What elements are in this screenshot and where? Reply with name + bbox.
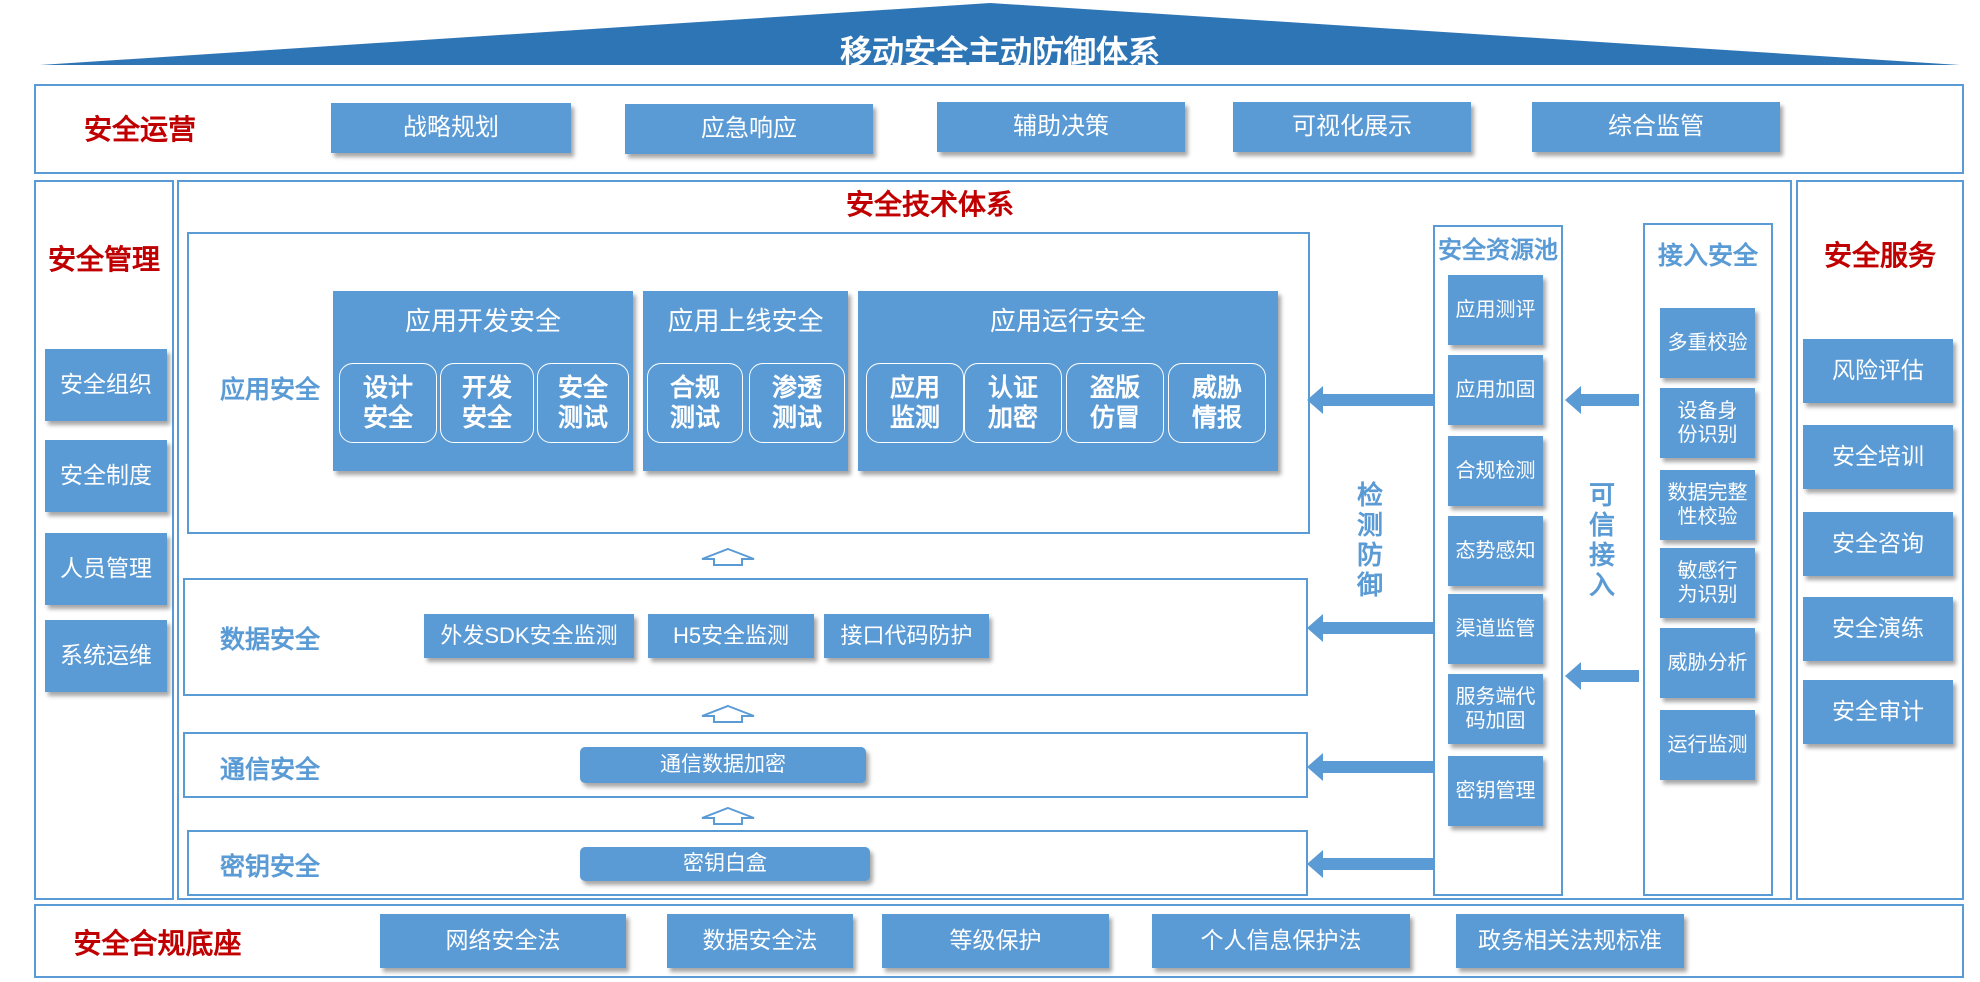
resource-pool-item: 合规检测: [1448, 436, 1543, 506]
management-item: 安全制度: [45, 440, 167, 512]
services-item: 安全培训: [1803, 425, 1953, 489]
compliance-label: 安全合规底座: [73, 928, 242, 959]
page-title: 移动安全主动防御体系: [839, 34, 1160, 70]
left-arrow-icon: [1565, 662, 1639, 690]
resource-pool-item: 态势感知: [1448, 516, 1543, 586]
resource-pool-item: 应用测评: [1448, 275, 1543, 345]
app-launch-title: 应用上线安全: [667, 305, 824, 336]
access-security-item: 设备身 份识别: [1660, 388, 1755, 458]
comm-security-label: 通信安全: [219, 756, 320, 784]
app-launch-item: 合规 测试: [647, 363, 743, 443]
app-dev-panel: 应用开发安全 设计 安全 开发 安全 安全 测试: [333, 291, 633, 471]
management-item: 人员管理: [45, 533, 167, 605]
operations-item: 综合监管: [1532, 102, 1780, 152]
left-arrow-icon: [1307, 386, 1433, 414]
compliance-item: 等级保护: [882, 914, 1109, 968]
services-item: 风险评估: [1803, 339, 1953, 403]
app-security-label: 应用安全: [219, 376, 320, 404]
data-security-item: 外发SDK安全监测: [424, 614, 634, 658]
management-item: 安全组织: [45, 349, 167, 421]
access-security-item: 威胁分析: [1660, 628, 1755, 698]
access-security-item: 运行监测: [1660, 710, 1755, 780]
app-run-item: 认证 加密: [964, 363, 1062, 443]
left-arrow-icon: [1307, 614, 1433, 642]
key-security-label: 密钥安全: [219, 853, 320, 881]
management-item: 系统运维: [45, 620, 167, 692]
operations-label: 安全运营: [83, 114, 196, 145]
detect-defend-label: 检测防御: [1356, 480, 1383, 600]
app-run-title: 应用运行安全: [989, 305, 1146, 336]
services-label: 安全服务: [1823, 240, 1936, 271]
compliance-item: 网络安全法: [380, 914, 626, 968]
data-security-label: 数据安全: [219, 626, 320, 654]
services-item: 安全演练: [1803, 597, 1953, 661]
app-dev-title: 应用开发安全: [404, 305, 561, 336]
services-item: 安全审计: [1803, 680, 1953, 744]
app-launch-panel: 应用上线安全 合规 测试 渗透 测试: [643, 291, 848, 471]
app-dev-item: 设计 安全: [339, 363, 437, 443]
access-security-item: 数据完整 性校验: [1660, 470, 1755, 540]
up-arrow-icon: [701, 806, 755, 825]
operations-item: 应急响应: [625, 104, 873, 154]
left-arrow-icon: [1565, 386, 1639, 414]
access-security-label: 接入安全: [1657, 242, 1758, 270]
resource-pool-item: 密钥管理: [1448, 756, 1543, 826]
operations-item: 可视化展示: [1233, 102, 1471, 152]
access-security-item: 多重校验: [1660, 308, 1755, 378]
data-security-item: 接口代码防护: [824, 614, 989, 658]
resource-pool-label: 安全资源池: [1438, 236, 1558, 264]
compliance-item: 数据安全法: [667, 914, 853, 968]
management-label: 安全管理: [47, 244, 160, 275]
app-run-item: 威胁 情报: [1168, 363, 1266, 443]
left-arrow-icon: [1307, 753, 1433, 781]
operations-item: 辅助决策: [937, 102, 1185, 152]
resource-pool-item: 应用加固: [1448, 355, 1543, 425]
app-dev-item: 安全 测试: [537, 363, 629, 443]
app-run-item: 应用 监测: [866, 363, 964, 443]
app-run-item: 盗版 仿冒: [1066, 363, 1164, 443]
comm-security-item: 通信数据加密: [580, 747, 866, 783]
tech-title: 安全技术体系: [845, 189, 1014, 220]
key-security-item: 密钥白盒: [580, 847, 870, 881]
resource-pool-item: 服务端代 码加固: [1448, 674, 1543, 744]
compliance-item: 政务相关法规标准: [1456, 914, 1684, 968]
operations-item: 战略规划: [331, 103, 571, 153]
compliance-item: 个人信息保护法: [1152, 914, 1410, 968]
up-arrow-icon: [701, 547, 755, 566]
up-arrow-icon: [701, 704, 755, 723]
app-run-panel: 应用运行安全 应用 监测 认证 加密 盗版 仿冒 威胁 情报: [858, 291, 1278, 471]
roof-banner: [40, 3, 1960, 65]
access-security-item: 敏感行 为识别: [1660, 548, 1755, 618]
trusted-access-label: 可信接入: [1588, 480, 1615, 600]
left-arrow-icon: [1307, 850, 1433, 878]
services-item: 安全咨询: [1803, 512, 1953, 576]
resource-pool-item: 渠道监管: [1448, 594, 1543, 664]
app-dev-item: 开发 安全: [440, 363, 534, 443]
app-launch-item: 渗透 测试: [749, 363, 845, 443]
data-security-item: H5安全监测: [648, 614, 814, 658]
